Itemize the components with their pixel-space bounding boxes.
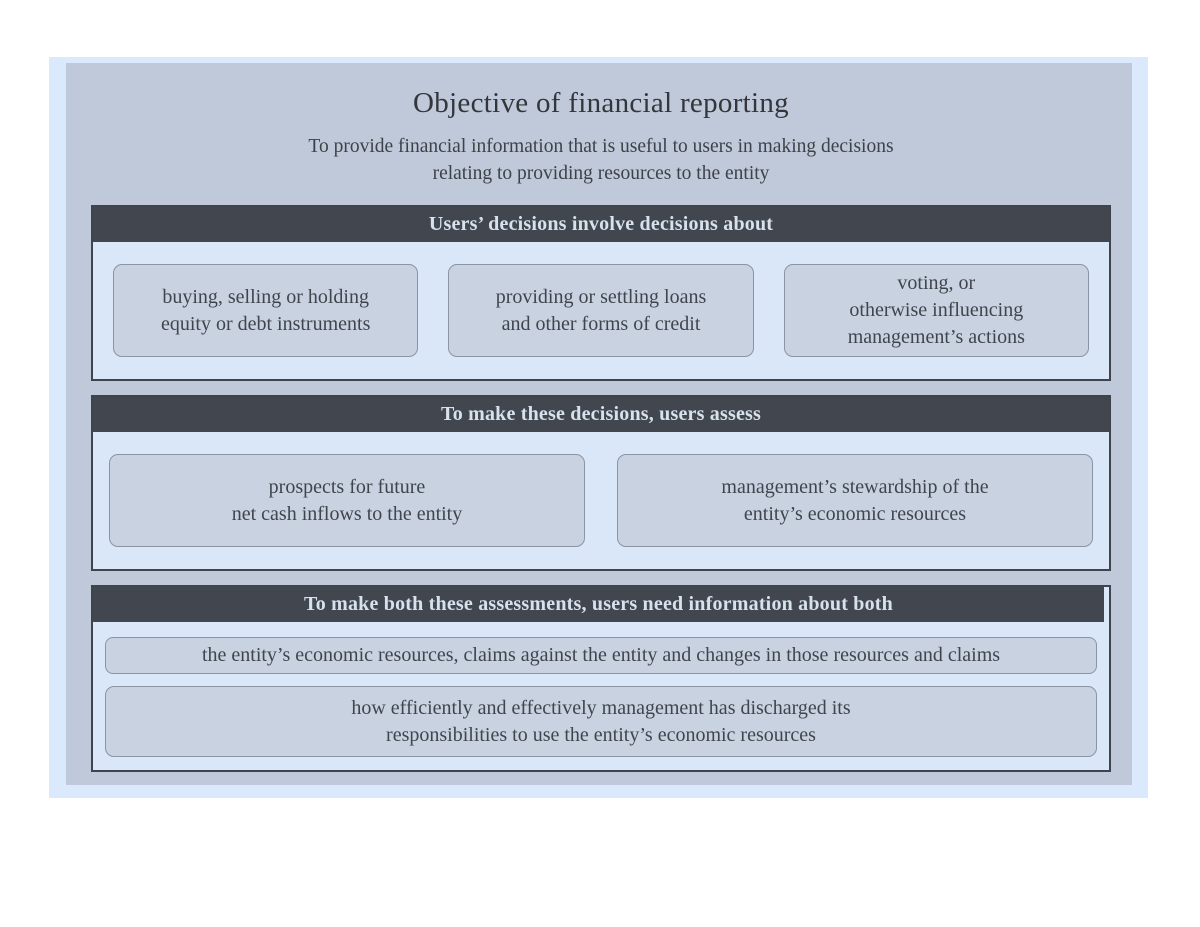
section-information-needed-body: the entity’s economic resources, claims …	[93, 622, 1109, 770]
assess-box-cash-inflows: prospects for future net cash inflows to…	[109, 454, 585, 547]
decision-box-loans: providing or settling loans and other fo…	[448, 264, 754, 357]
diagram-subtitle: To provide financial information that is…	[308, 136, 894, 184]
decision-box-voting: voting, or otherwise influencing managem…	[783, 264, 1089, 357]
section-users-assess: To make these decisions, users assess pr…	[91, 395, 1111, 571]
section-users-decisions-body: buying, selling or holding equity or deb…	[93, 242, 1109, 379]
title-block: Objective of financial reporting To prov…	[91, 63, 1111, 205]
section-information-needed: To make both these assessments, users ne…	[91, 585, 1111, 772]
section-information-needed-header: To make both these assessments, users ne…	[93, 587, 1104, 622]
info-box-resources-claims: the entity’s economic resources, claims …	[105, 637, 1097, 674]
diagram-frame: Objective of financial reporting To prov…	[49, 57, 1148, 798]
section-users-decisions: Users’ decisions involve decisions about…	[91, 205, 1111, 381]
diagram-title: Objective of financial reporting	[413, 87, 789, 119]
diagram-panel: Objective of financial reporting To prov…	[66, 63, 1132, 785]
decision-box-equity: buying, selling or holding equity or deb…	[113, 264, 419, 357]
info-box-management-efficiency: how efficiently and effectively manageme…	[105, 686, 1097, 757]
section-users-assess-header: To make these decisions, users assess	[93, 397, 1109, 432]
section-users-decisions-header: Users’ decisions involve decisions about	[93, 207, 1109, 242]
section-users-assess-body: prospects for future net cash inflows to…	[93, 432, 1109, 569]
assess-box-stewardship: management’s stewardship of the entity’s…	[617, 454, 1093, 547]
